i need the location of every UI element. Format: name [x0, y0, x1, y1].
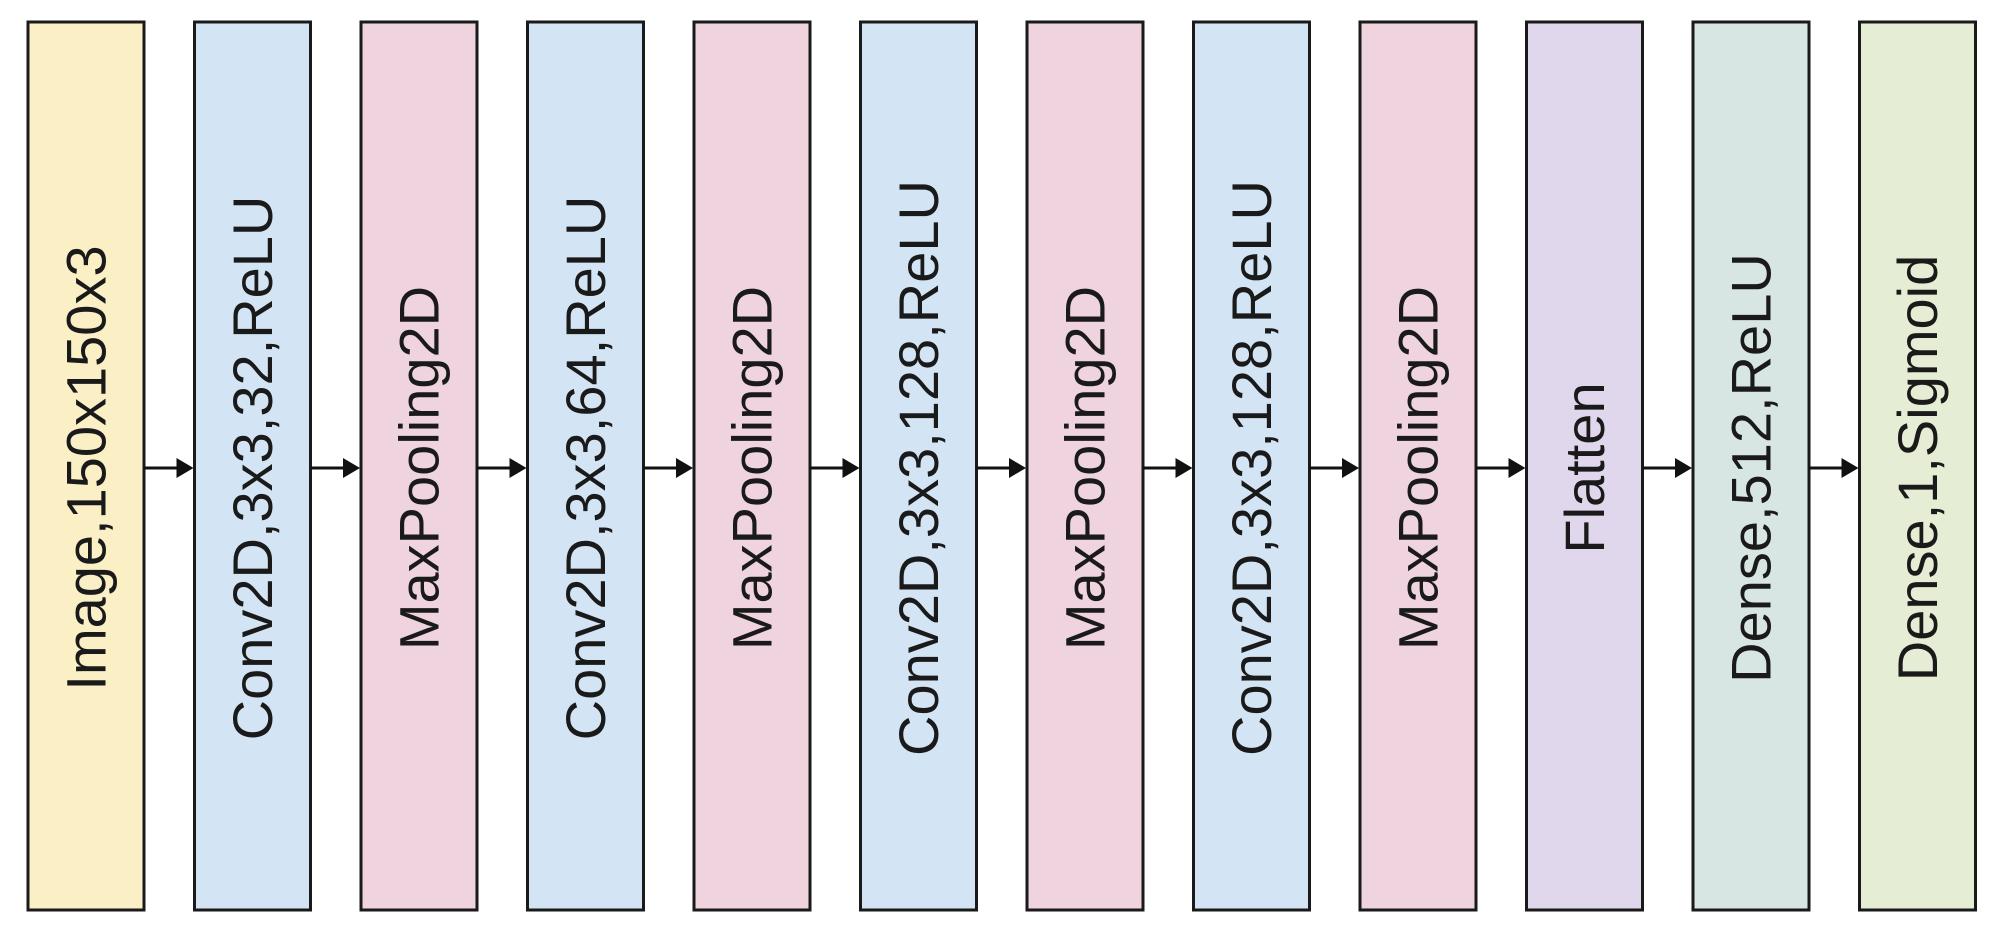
layer-box-3: MaxPooling2D — [359, 20, 479, 912]
layer-box-4: Conv2D,3x3,64,ReLU — [526, 20, 645, 912]
arrow-right-icon — [1642, 458, 1692, 478]
layer-box-7: MaxPooling2D — [1025, 20, 1145, 912]
layer-box-9: MaxPooling2D — [1358, 20, 1478, 912]
arrow-right-icon — [976, 458, 1026, 478]
layer-rect — [1691, 20, 1811, 912]
layer-label: Conv2D,3x3,64,ReLU — [554, 196, 617, 741]
layer-rect — [692, 20, 812, 912]
arrow-right-icon — [310, 458, 360, 478]
layer-rect — [1192, 20, 1311, 912]
layer-rect — [859, 20, 978, 912]
layer-label: Image,150x150x3 — [55, 245, 118, 690]
layer-label: MaxPooling2D — [1387, 286, 1450, 650]
layer-box-10: Flatten — [1525, 20, 1644, 912]
arrow-head — [509, 458, 527, 478]
layer-label: MaxPooling2D — [1054, 286, 1117, 650]
layer-label: Conv2D,3x3,128,ReLU — [1220, 180, 1283, 756]
arrow-head — [1675, 458, 1692, 478]
arrow-right-icon — [810, 458, 860, 478]
layer-label: Dense,512,ReLU — [1720, 253, 1783, 683]
arrow-right-icon — [1143, 458, 1193, 478]
arrow-head — [676, 458, 693, 478]
arrow-head — [1009, 458, 1026, 478]
layer-rect — [526, 20, 645, 912]
layer-label: MaxPooling2D — [388, 286, 451, 650]
arrow-head — [1841, 458, 1859, 478]
layer-box-12: Dense,1,Sigmoid — [1858, 20, 1977, 912]
arrow-head — [1342, 458, 1359, 478]
arrow-head — [1175, 458, 1193, 478]
layer-box-1: Image,150x150x3 — [26, 20, 146, 912]
layer-box-6: Conv2D,3x3,128,ReLU — [859, 20, 978, 912]
arrow-head — [343, 458, 360, 478]
arrow-right-icon — [1809, 458, 1859, 478]
arrow-right-icon — [477, 458, 527, 478]
arrow-right-icon — [643, 458, 693, 478]
layer-label: Flatten — [1553, 382, 1616, 553]
layer-box-2: Conv2D,3x3,32,ReLU — [193, 20, 312, 912]
arrow-right-icon — [1309, 458, 1359, 478]
layer-box-5: MaxPooling2D — [692, 20, 812, 912]
layer-label: MaxPooling2D — [721, 286, 784, 650]
layer-rect — [1858, 20, 1977, 912]
layer-rect — [359, 20, 479, 912]
arrow-head — [1508, 458, 1526, 478]
layer-label: Conv2D,3x3,32,ReLU — [221, 196, 284, 741]
arrow-right-icon — [1476, 458, 1526, 478]
layer-box-11: Dense,512,ReLU — [1691, 20, 1811, 912]
layer-rect — [1525, 20, 1644, 912]
layer-label: Conv2D,3x3,128,ReLU — [887, 180, 950, 756]
layer-rect — [26, 20, 146, 912]
arrow-right-icon — [144, 458, 194, 478]
layer-rect — [1025, 20, 1145, 912]
layer-label: Dense,1,Sigmoid — [1886, 255, 1949, 681]
layer-rect — [1358, 20, 1478, 912]
arrow-head — [842, 458, 860, 478]
layer-box-8: Conv2D,3x3,128,ReLU — [1192, 20, 1311, 912]
layer-rect — [193, 20, 312, 912]
arrow-head — [176, 458, 194, 478]
